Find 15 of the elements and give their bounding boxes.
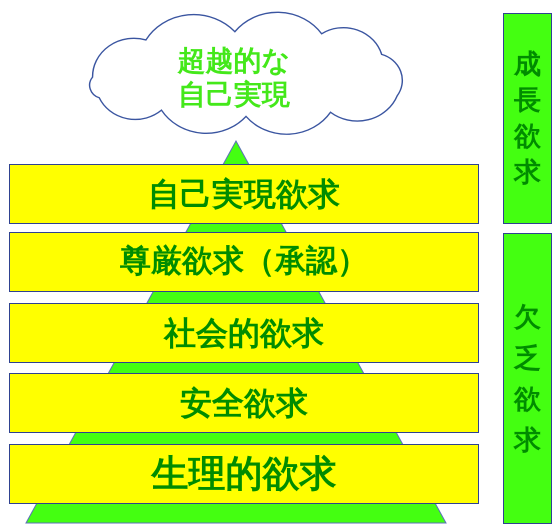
- category-label: 成長欲求: [514, 48, 541, 190]
- level-label: 生理的欲求: [152, 452, 336, 496]
- level-band: [9, 303, 479, 363]
- category-bar: [503, 13, 552, 224]
- level-band: [9, 164, 479, 224]
- level-label: 尊厳欲求（承認）: [120, 243, 368, 281]
- level-band: [9, 444, 479, 504]
- level-label: 安全欲求: [180, 384, 308, 422]
- category-bar: [503, 233, 552, 524]
- cloud-label: 超越的な自己実現: [176, 44, 292, 112]
- level-band: [9, 373, 479, 433]
- level-label: 社会的欲求: [164, 314, 324, 352]
- level-label: 自己実現欲求: [148, 174, 340, 214]
- category-label: 欠乏欲求: [514, 300, 541, 458]
- level-band: [9, 232, 479, 292]
